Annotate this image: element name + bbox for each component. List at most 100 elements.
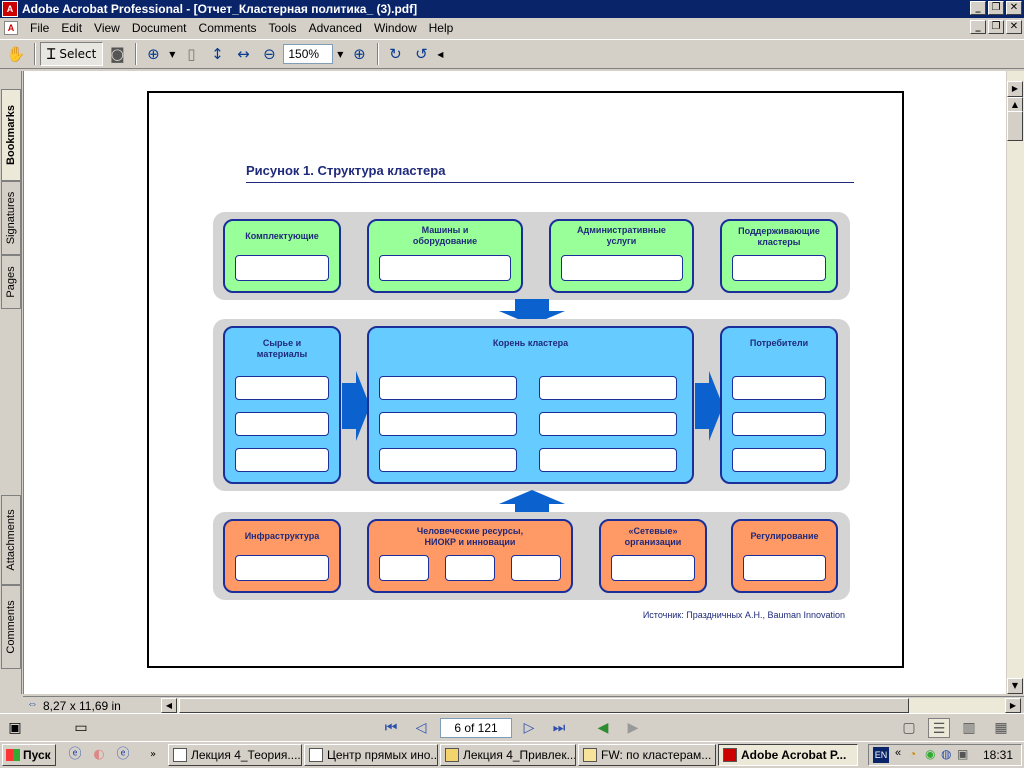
menu-edit[interactable]: Edit bbox=[61, 21, 83, 35]
previous-view-button[interactable]: ◀ bbox=[597, 720, 609, 736]
language-indicator[interactable]: EN bbox=[873, 747, 889, 763]
quicklaunch-overflow-icon[interactable]: » bbox=[149, 749, 157, 760]
scroll-down-button[interactable]: ▼ bbox=[1007, 678, 1023, 694]
doc-close-button[interactable]: ✕ bbox=[1006, 20, 1022, 34]
facing-layout-icon[interactable]: ▥ bbox=[962, 720, 976, 736]
minimize-button[interactable]: _ bbox=[970, 1, 986, 15]
vertical-scrollbar[interactable]: ▶ ▲ ▼ bbox=[1007, 71, 1024, 694]
toolbar: ✋ Ɪ Select ◙ ⊕ ▼ ▯ ↕ ↔ ⊖ 150% ▼ ⊕ ↻ ↺ ◀ bbox=[0, 39, 1024, 69]
rotate-counterclockwise-icon[interactable]: ↺ bbox=[415, 45, 428, 63]
acrobat-app-icon[interactable]: A bbox=[2, 1, 18, 17]
tray-app-icon[interactable]: ◔ bbox=[909, 747, 917, 761]
tab-comments[interactable]: Comments bbox=[1, 585, 21, 669]
start-button[interactable]: Пуск bbox=[2, 744, 56, 766]
quicklaunch-outlook-icon[interactable]: ◐ bbox=[93, 747, 105, 762]
tab-signatures[interactable]: Signatures bbox=[1, 181, 21, 255]
taskbar-item-lecture-folder[interactable]: Лекция 4_Привлек... bbox=[440, 744, 576, 766]
taskbar-item-direct-investment[interactable]: Центр прямых ино... bbox=[304, 744, 438, 766]
show-hide-pane-icon[interactable]: ▣ bbox=[8, 720, 22, 736]
document-status-icon[interactable]: ▭ bbox=[74, 720, 88, 736]
taskbar-item-word-lecture-theory[interactable]: Лекция 4_Теория.... bbox=[168, 744, 302, 766]
horizontal-scroll-thumb[interactable] bbox=[179, 698, 909, 713]
scroll-right-button[interactable]: ▶ bbox=[1005, 698, 1021, 713]
box-consumers: Потребители bbox=[720, 326, 838, 484]
tab-bookmarks[interactable]: Bookmarks bbox=[1, 89, 21, 181]
tray-network-icon[interactable]: ◉ bbox=[925, 747, 936, 761]
tray-expand-icon[interactable]: « bbox=[895, 747, 902, 759]
rotate-clockwise-icon[interactable]: ↻ bbox=[389, 45, 402, 63]
menu-window[interactable]: Window bbox=[373, 21, 417, 35]
last-page-button[interactable]: ⏭ bbox=[552, 720, 566, 736]
system-tray: EN « ◔ ◉ ◍ ▣ 18:31 bbox=[868, 744, 1022, 766]
page-number-field[interactable]: 6 of 121 bbox=[440, 718, 512, 738]
tab-pages[interactable]: Pages bbox=[1, 255, 21, 309]
page-navigation-bar: ▣ ▭ ⏮ ◁ 6 of 121 ▷ ⏭ ◀ ▶ ▢ ☰ ▥ ▦ bbox=[0, 713, 1024, 741]
empty-slot bbox=[235, 555, 329, 581]
document-viewport[interactable]: Рисунок 1. Структура кластера Комплектую… bbox=[23, 71, 1006, 694]
menu-tools[interactable]: Tools bbox=[268, 21, 297, 35]
tab-attachments[interactable]: Attachments bbox=[1, 495, 21, 585]
box-consumers-label: Потребители bbox=[749, 338, 809, 348]
continuous-layout-icon[interactable]: ☰ bbox=[928, 718, 950, 738]
menu-document[interactable]: Document bbox=[131, 21, 187, 35]
snapshot-camera-icon[interactable]: ◙ bbox=[110, 45, 125, 63]
doc-restore-button[interactable]: ❐ bbox=[988, 20, 1004, 34]
cursor-icon: Ɪ bbox=[47, 45, 56, 63]
select-tool-label: Select bbox=[59, 47, 97, 61]
taskbar-item-acrobat[interactable]: Adobe Acrobat P... bbox=[718, 744, 858, 766]
tray-display-icon[interactable]: ▣ bbox=[957, 747, 969, 761]
box-supporting-clusters: Поддерживающие кластеры bbox=[720, 219, 838, 293]
menu-file[interactable]: File bbox=[30, 21, 50, 35]
tray-volume-icon[interactable]: ◍ bbox=[941, 747, 952, 761]
zoom-level-input[interactable]: 150% bbox=[283, 44, 334, 64]
menu-view[interactable]: View bbox=[94, 21, 120, 35]
empty-slot bbox=[379, 412, 517, 436]
toolbar-overflow-icon[interactable]: ◀ bbox=[437, 49, 444, 59]
taskbar-item-label: Adobe Acrobat P... bbox=[741, 748, 847, 762]
panel-toggle-arrow-icon[interactable]: ▶ bbox=[1007, 81, 1023, 97]
zoom-dropdown-icon[interactable]: ▼ bbox=[337, 49, 344, 59]
tab-signatures-label: Signatures bbox=[5, 191, 17, 245]
previous-page-button[interactable]: ◁ bbox=[415, 720, 427, 736]
box-supporting-clusters-label: Поддерживающие кластеры bbox=[738, 226, 820, 247]
next-view-button[interactable]: ▶ bbox=[627, 720, 639, 736]
fit-page-icon[interactable]: ↕ bbox=[211, 45, 224, 63]
mail-icon bbox=[583, 748, 597, 762]
menu-advanced[interactable]: Advanced bbox=[308, 21, 362, 35]
zoom-in-icon[interactable]: ⊕ bbox=[353, 45, 366, 63]
empty-slot bbox=[379, 555, 429, 581]
empty-slot bbox=[235, 448, 329, 472]
zoom-out-icon[interactable]: ⊖ bbox=[263, 45, 276, 63]
fit-width-icon[interactable]: ↔ bbox=[237, 45, 250, 63]
quicklaunch-ie-icon[interactable]: ⓔ bbox=[68, 747, 82, 762]
box-network-organizations-label: «Сетевые» организации bbox=[624, 526, 682, 547]
zoom-in-tool-icon[interactable]: ⊕ bbox=[147, 45, 160, 63]
empty-slot bbox=[511, 555, 561, 581]
box-components-label: Комплектующие bbox=[245, 231, 319, 241]
restore-button[interactable]: ❐ bbox=[988, 1, 1004, 15]
doc-minimize-button[interactable]: _ bbox=[970, 20, 986, 34]
system-clock[interactable]: 18:31 bbox=[982, 748, 1013, 762]
tab-comments-label: Comments bbox=[5, 600, 17, 654]
zoom-tool-dropdown-icon[interactable]: ▼ bbox=[169, 49, 176, 59]
scroll-left-button[interactable]: ◀ bbox=[161, 698, 177, 713]
horizontal-scrollbar[interactable]: ◀ ▶ bbox=[161, 698, 1021, 713]
actual-size-icon[interactable]: ▯ bbox=[187, 45, 196, 63]
continuous-facing-layout-icon[interactable]: ▦ bbox=[994, 720, 1008, 736]
menu-help[interactable]: Help bbox=[428, 21, 454, 35]
box-human-resources-label: Человеческие ресурсы, НИОКР и инновации bbox=[416, 526, 524, 547]
document-window-controls: _ ❐ ✕ bbox=[970, 20, 1022, 34]
taskbar-item-email-clusters[interactable]: FW: по кластерам... bbox=[578, 744, 716, 766]
quicklaunch-browser-icon[interactable]: ⓔ bbox=[116, 747, 130, 762]
single-page-layout-icon[interactable]: ▢ bbox=[902, 720, 916, 736]
empty-slot bbox=[235, 412, 329, 436]
first-page-button[interactable]: ⏮ bbox=[384, 720, 398, 736]
next-page-button[interactable]: ▷ bbox=[523, 720, 535, 736]
close-button[interactable]: ✕ bbox=[1006, 1, 1022, 15]
scroll-thumb[interactable] bbox=[1007, 111, 1023, 141]
document-icon[interactable]: A bbox=[4, 21, 18, 35]
figure-source-note: Источник: Праздничных А.Н., Bauman Innov… bbox=[642, 610, 845, 620]
menu-comments[interactable]: Comments bbox=[198, 21, 257, 35]
select-tool-button[interactable]: Ɪ Select bbox=[40, 42, 104, 66]
hand-tool-icon[interactable]: ✋ bbox=[6, 45, 26, 63]
